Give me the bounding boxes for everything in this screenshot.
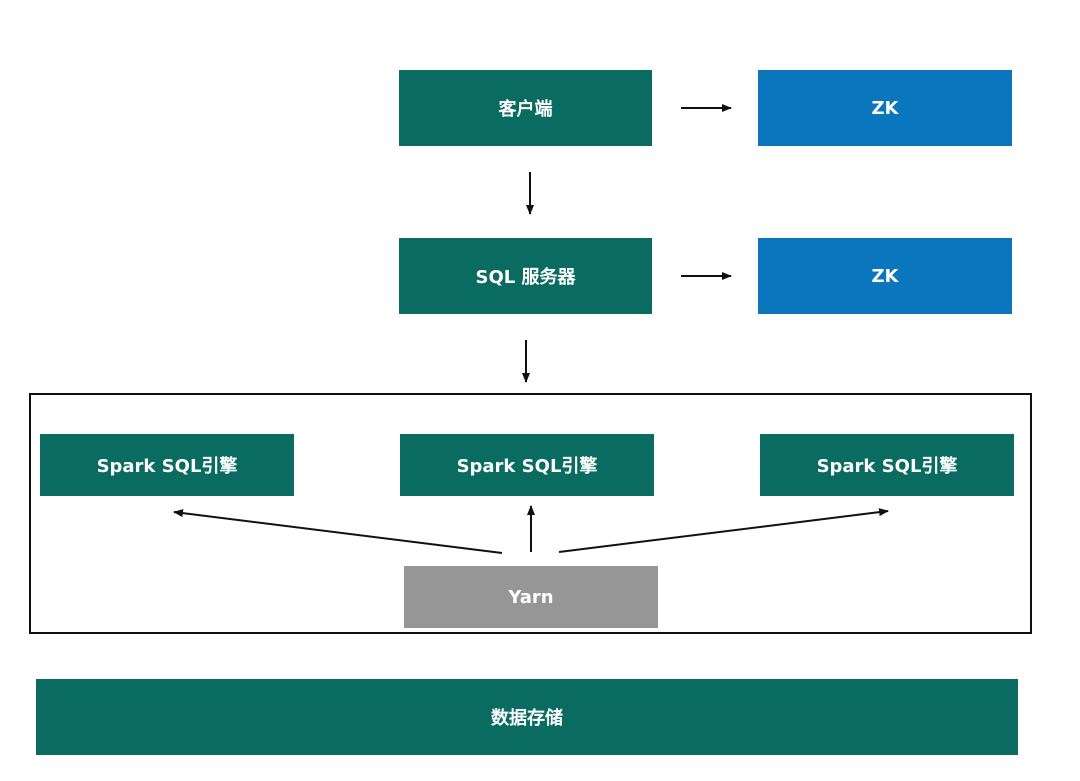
spark-cluster-frame <box>29 393 1032 634</box>
zk-node-middle: ZK <box>758 238 1012 314</box>
spark-right-label: Spark SQL引擎 <box>816 456 958 477</box>
sql-server-node: SQL 服务器 <box>399 238 652 314</box>
yarn-label: Yarn <box>508 586 554 608</box>
data-storage-node: 数据存储 <box>36 679 1018 755</box>
spark-left-label: Spark SQL引擎 <box>96 456 238 477</box>
client-node: 客户端 <box>399 70 652 146</box>
zk-middle-label: ZK <box>871 265 899 287</box>
storage-label: 数据存储 <box>491 708 563 729</box>
spark-center-label: Spark SQL引擎 <box>456 456 598 477</box>
zk-node-top: ZK <box>758 70 1012 146</box>
sql-server-label: SQL 服务器 <box>475 267 576 288</box>
client-label: 客户端 <box>498 99 553 120</box>
spark-engine-center: Spark SQL引擎 <box>400 434 654 496</box>
spark-engine-left: Spark SQL引擎 <box>40 434 294 496</box>
yarn-node: Yarn <box>404 566 658 628</box>
spark-engine-right: Spark SQL引擎 <box>760 434 1014 496</box>
zk-top-label: ZK <box>871 97 899 119</box>
